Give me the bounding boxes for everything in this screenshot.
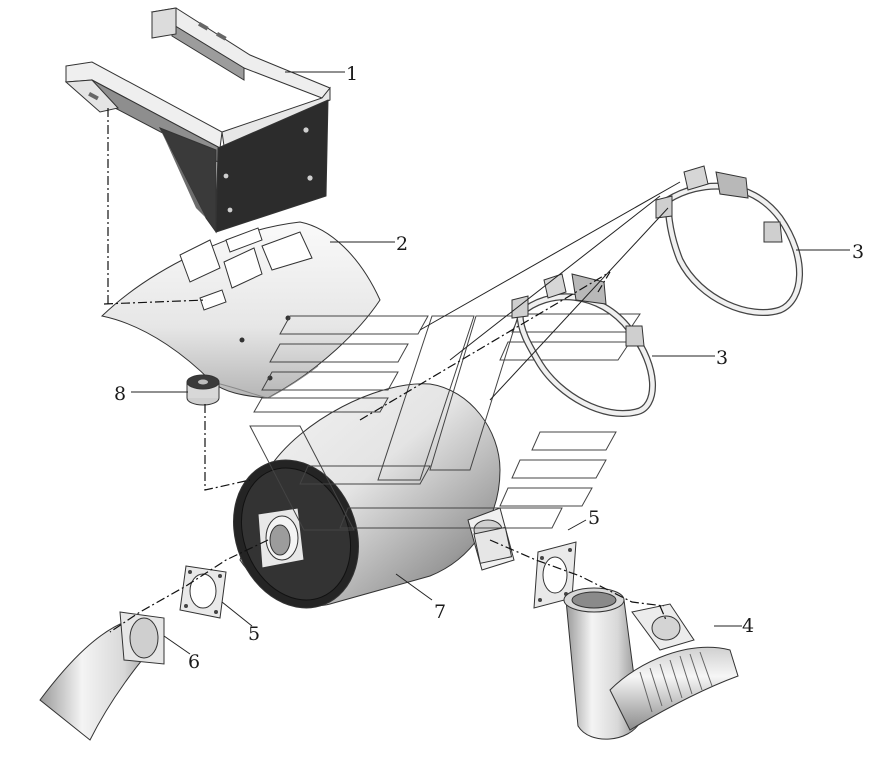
rubber-pad — [186, 374, 220, 406]
callout-7: 7 — [434, 601, 446, 623]
muffler — [233, 313, 641, 609]
heat-shield — [100, 221, 381, 399]
assembly-axis-lines — [103, 108, 667, 633]
callout-leaders — [131, 71, 850, 655]
callout-5-right: 5 — [588, 507, 600, 529]
callout-4: 4 — [742, 615, 754, 637]
gasket-right — [533, 541, 577, 609]
gasket-left — [179, 565, 227, 619]
callout-3-front: 3 — [716, 347, 728, 369]
outlet-pipe — [563, 587, 739, 740]
callout-3-rear: 3 — [852, 241, 864, 263]
inlet-pipe — [39, 611, 165, 741]
strap-clamp-rear — [655, 165, 803, 317]
callout-1: 1 — [346, 63, 358, 85]
strap-clamp-front — [511, 273, 656, 417]
callout-5-left: 5 — [248, 623, 260, 645]
bracket — [64, 7, 331, 234]
callout-8: 8 — [114, 383, 126, 405]
callout-2: 2 — [396, 233, 408, 255]
callout-6: 6 — [188, 651, 200, 673]
strap-guide-lines — [419, 181, 681, 401]
